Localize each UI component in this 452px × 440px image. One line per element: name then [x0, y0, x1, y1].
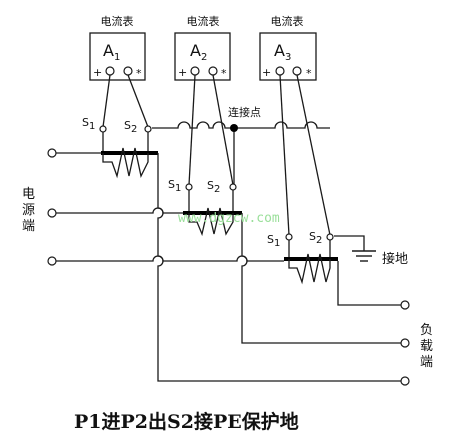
- ct2-s1-label: S1: [168, 178, 181, 194]
- watermark: www.dgzcw.com: [178, 211, 280, 226]
- ct3-s1-label: S1: [267, 233, 280, 249]
- ct1-terminals: S1 S2: [82, 116, 152, 135]
- ammeter-3-plus: +: [262, 66, 271, 79]
- ammeter-3-header: 电流表: [271, 14, 304, 28]
- ct1-coil: [101, 147, 158, 179]
- ammeter-3-name: A3: [274, 41, 291, 63]
- ammeter-3-terminal-star: [292, 66, 302, 76]
- junction-point: [230, 124, 238, 132]
- ct2-s1-terminal: [185, 183, 193, 191]
- load-terminal-2: [400, 338, 410, 348]
- primary-line-1: [47, 148, 410, 386]
- svg-text:端: 端: [22, 219, 35, 234]
- diagram-caption: P1进P2出S2接PE保护地: [74, 410, 299, 433]
- ct2-s2-lead: [212, 74, 234, 186]
- ct2-coil: [183, 207, 242, 237]
- ct3-s2-label: S2: [309, 230, 322, 246]
- ammeter-2-plus: +: [178, 66, 187, 79]
- ct1-s2-label: S2: [124, 119, 137, 135]
- ammeter-2-box: [174, 32, 231, 81]
- ammeter-3-terminal-plus: [275, 66, 285, 76]
- ct1-s1-lead: [102, 74, 111, 128]
- source-terminal-1: [47, 148, 57, 158]
- source-terminal-3: [47, 256, 57, 266]
- ammeter-1: 电流表 A1 + *: [89, 14, 146, 81]
- svg-text:电: 电: [22, 187, 35, 202]
- svg-text:源: 源: [22, 203, 35, 218]
- ct3-s1-terminal: [285, 233, 293, 241]
- ct1-s2-lead: [127, 74, 149, 128]
- ct3-terminals: S1 S2: [267, 230, 334, 249]
- load-end-label: 负 载 端: [420, 323, 433, 370]
- svg-text:负: 负: [420, 323, 433, 338]
- ammeter-2-star: *: [221, 67, 227, 80]
- secondary-common-bus: [152, 121, 330, 129]
- ct3-s1-lead: [279, 74, 290, 236]
- ammeter-2-name: A2: [190, 41, 207, 63]
- ammeter-1-terminal-star: [123, 66, 133, 76]
- ct3-s2-terminal: [326, 233, 334, 241]
- ct1-s2-terminal: [144, 125, 152, 133]
- ammeter-3: 电流表 A3 + *: [259, 14, 317, 81]
- ammeter-1-box: [89, 32, 146, 81]
- source-end-label: 电 源 端: [22, 187, 35, 234]
- ct2-s2-terminal: [229, 183, 237, 191]
- source-terminal-2: [47, 208, 57, 218]
- svg-text:载: 载: [420, 339, 433, 354]
- ct2-terminals: S1 S2: [168, 178, 237, 195]
- load-terminal-1: [400, 376, 410, 386]
- load-terminal-3: [400, 300, 410, 310]
- ammeter-2-terminal-plus: [190, 66, 200, 76]
- ct1-s1-terminal: [99, 125, 107, 133]
- svg-text:端: 端: [420, 355, 433, 370]
- ground-lead: [334, 235, 365, 251]
- ammeter-2-terminal-star: [208, 66, 218, 76]
- ammeter-1-name: A1: [103, 41, 120, 63]
- primary-line-3: [47, 255, 410, 310]
- ct3-coil: [284, 253, 338, 285]
- ct3-s2-lead: [296, 74, 331, 236]
- ct2-s1-lead: [188, 74, 196, 186]
- secondary-wiring: [102, 74, 331, 259]
- junction-label: 连接点: [228, 106, 261, 119]
- ammeter-3-star: *: [306, 67, 312, 80]
- ground-icon: [352, 250, 376, 262]
- ammeter-3-box: [259, 32, 317, 81]
- ammeter-2-header: 电流表: [187, 14, 220, 28]
- ammeter-1-star: *: [136, 67, 142, 80]
- ammeter-1-header: 电流表: [101, 14, 134, 28]
- ct1-s1-label: S1: [82, 116, 95, 132]
- ground-label: 接地: [382, 251, 408, 267]
- ammeter-1-plus: +: [93, 66, 102, 79]
- ct2-s2-label: S2: [207, 179, 220, 195]
- ammeter-1-terminal-plus: [105, 66, 115, 76]
- ammeter-2: 电流表 A2 + *: [174, 14, 231, 81]
